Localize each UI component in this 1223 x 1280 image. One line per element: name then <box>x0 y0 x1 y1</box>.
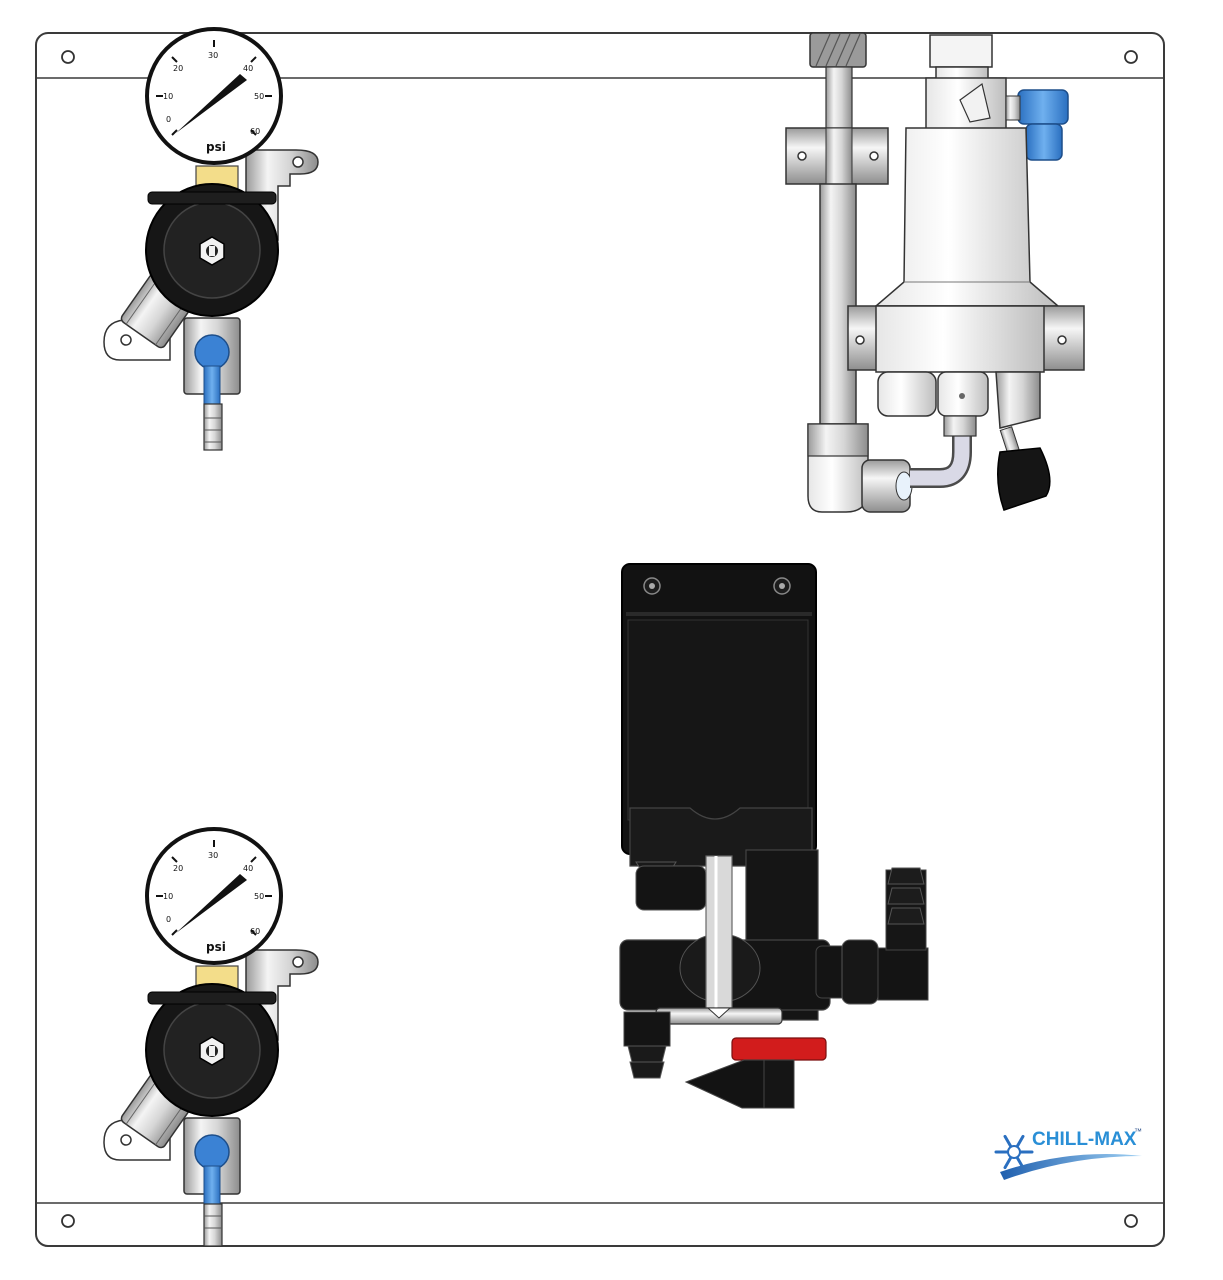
valve-top-port <box>929 34 993 68</box>
gauge-tick-label: 10 <box>163 92 173 101</box>
brand-name: CHILL-MAX <box>1032 1129 1137 1150</box>
gauge-tick-label: 0 <box>166 115 171 124</box>
gauge-tick-label: 10 <box>163 892 173 901</box>
pressure-gauge: 0 10 20 30 40 50 60 psi <box>145 27 283 165</box>
pump-outlet-barb <box>815 867 929 1005</box>
regulator-bonnet <box>145 983 279 1117</box>
gauge-unit-label: psi <box>206 940 226 954</box>
drain-knob <box>997 447 1051 511</box>
gauge-tick-label: 50 <box>254 92 264 101</box>
blue-push-fit-connector <box>1005 89 1069 161</box>
drain-lever <box>995 371 1041 429</box>
pump-assembly <box>619 563 929 1109</box>
gauge-tick-label: 30 <box>208 51 218 60</box>
hose-barb-outlet <box>203 403 223 451</box>
gauge-tick-label: 20 <box>173 64 183 73</box>
mounting-hole-icon <box>61 1214 75 1228</box>
pump-inlet-barb <box>623 1011 671 1079</box>
red-collar <box>731 1037 827 1061</box>
mounting-hole-icon <box>1124 1214 1138 1228</box>
gauge-unit-label: psi <box>206 140 226 154</box>
co2-regulator-top: 0 10 20 30 40 50 60 psi <box>103 27 319 451</box>
gauge-tick-label: 50 <box>254 892 264 901</box>
shutoff-valve-handle <box>194 334 230 370</box>
gauge-tick-label: 0 <box>166 915 171 924</box>
gauge-tick-label: 60 <box>250 927 260 936</box>
water-tube <box>819 183 857 425</box>
water-pressure-regulator <box>785 32 1085 513</box>
mounting-hole-icon <box>61 50 75 64</box>
co2-regulator-bottom: 0 10 20 30 40 50 60 psi <box>103 827 319 1247</box>
gauge-tick-label: 20 <box>173 864 183 873</box>
clear-sight-tube <box>705 855 733 1009</box>
gauge-needle <box>176 874 247 933</box>
regulator-bonnet <box>145 183 279 317</box>
gauge-needle <box>176 74 247 133</box>
snowflake-icon <box>994 1134 1034 1170</box>
gauge-tick-label: 40 <box>243 864 253 873</box>
mounting-hole-icon <box>1124 50 1138 64</box>
logo-swoosh <box>1000 1154 1142 1180</box>
hose-barb-outlet <box>203 1203 223 1247</box>
gauge-tick-label: 60 <box>250 127 260 136</box>
trademark-symbol: ™ <box>1134 1127 1142 1136</box>
gauge-tick-label: 40 <box>243 64 253 73</box>
gauge-tick-label: 30 <box>208 851 218 860</box>
pressure-gauge: 0 10 20 30 40 50 60 psi <box>145 827 283 965</box>
chill-max-logo: CHILL-MAX ™ <box>994 1127 1142 1180</box>
dispense-tip <box>684 1059 765 1109</box>
shutoff-valve-handle <box>194 1134 230 1170</box>
